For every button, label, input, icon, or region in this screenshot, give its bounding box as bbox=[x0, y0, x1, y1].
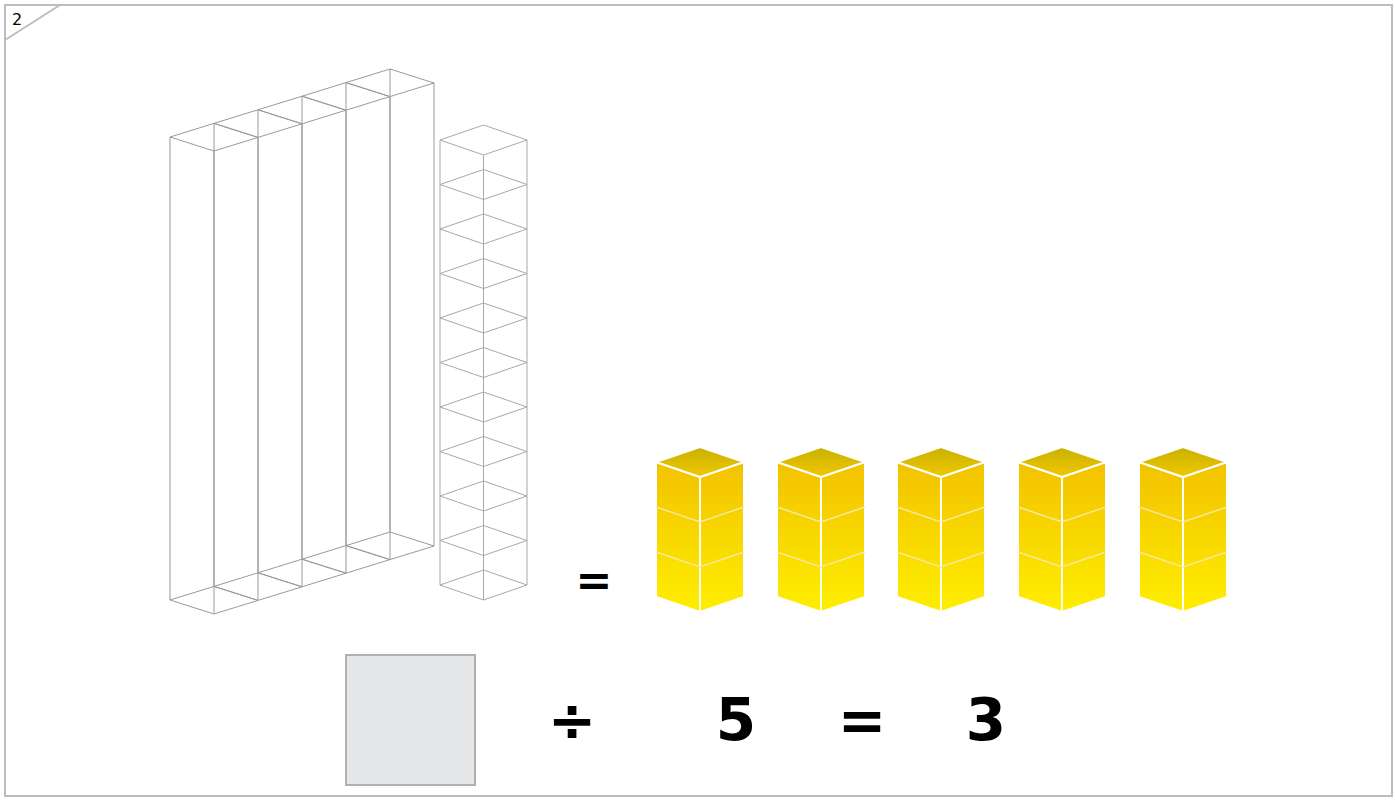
cube-seam bbox=[656, 507, 744, 522]
problem-number: 2 bbox=[12, 12, 22, 28]
equals-sign: = bbox=[576, 558, 613, 602]
equals-sign: = bbox=[838, 691, 887, 749]
cube-seam bbox=[656, 552, 744, 567]
cube-edge bbox=[440, 125, 527, 155]
cube-seam bbox=[1018, 552, 1106, 567]
cube-seam bbox=[777, 552, 865, 567]
cube-seam bbox=[1018, 507, 1106, 522]
tower-face bbox=[700, 462, 744, 612]
tower-face bbox=[821, 462, 865, 612]
tower-face bbox=[1183, 462, 1227, 612]
cube-seam bbox=[777, 507, 865, 522]
yellow-cube-towers bbox=[656, 447, 1227, 612]
ten-rod-outline bbox=[440, 125, 527, 600]
rod-edge bbox=[214, 123, 215, 586]
rod-edge bbox=[346, 83, 347, 546]
cube-seam bbox=[897, 552, 985, 567]
cube-seam bbox=[1139, 507, 1227, 522]
tower-top bbox=[1018, 447, 1106, 477]
division-sign: ÷ bbox=[548, 691, 597, 749]
rod-edge bbox=[527, 140, 528, 585]
rod-edge bbox=[258, 110, 259, 573]
tower-face bbox=[1018, 462, 1062, 612]
tens-rods-outline bbox=[170, 69, 434, 614]
tower-face bbox=[897, 462, 941, 612]
corner-tab bbox=[5, 5, 60, 40]
rod-edge bbox=[440, 140, 441, 585]
tower-top bbox=[656, 447, 744, 477]
cube-seam bbox=[1139, 552, 1227, 567]
divisor: 5 bbox=[716, 691, 756, 749]
rod-edge bbox=[170, 137, 171, 600]
rod-edge bbox=[434, 83, 435, 546]
tower-top bbox=[777, 447, 865, 477]
tower-face bbox=[1139, 462, 1183, 612]
tower-face bbox=[1062, 462, 1106, 612]
answer-box bbox=[346, 655, 475, 785]
rod-edge bbox=[302, 96, 303, 559]
cube-seam bbox=[897, 507, 985, 522]
page-frame bbox=[5, 5, 1392, 796]
rod-edge bbox=[483, 155, 484, 600]
tower-top bbox=[897, 447, 985, 477]
tower-face bbox=[777, 462, 821, 612]
tower-face bbox=[941, 462, 985, 612]
quotient: 3 bbox=[966, 691, 1006, 749]
rod-edge bbox=[390, 69, 391, 532]
tower-top bbox=[1139, 447, 1227, 477]
tower-face bbox=[656, 462, 700, 612]
